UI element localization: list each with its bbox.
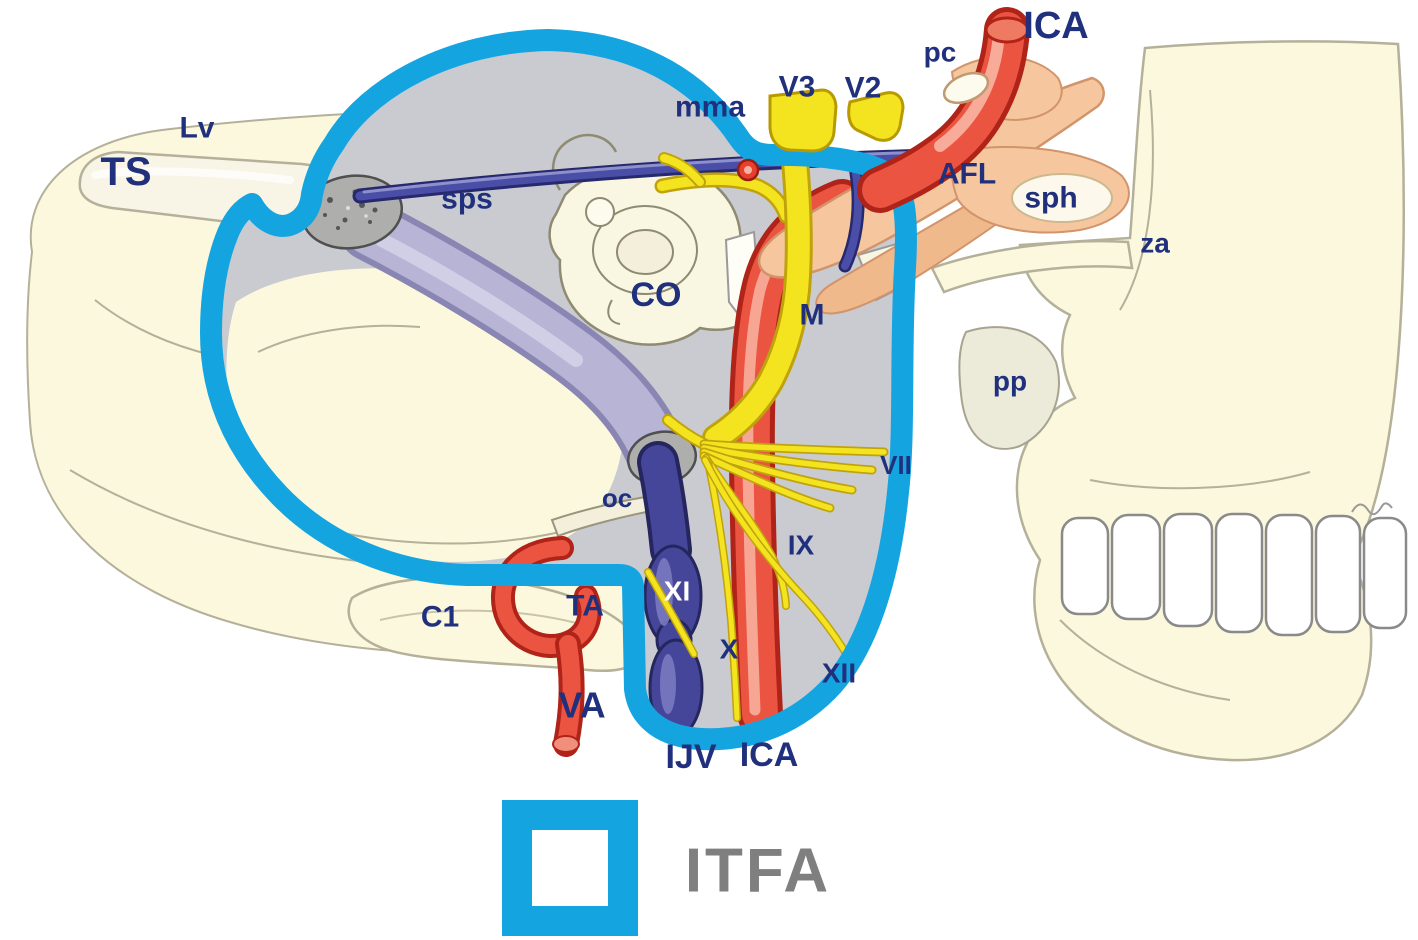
label-co: CO (631, 276, 682, 314)
tooth (1110, 513, 1162, 621)
teeth-row (1060, 512, 1408, 637)
tooth (1162, 512, 1214, 628)
label-xii: XII (822, 658, 856, 689)
mandibular-nerve (705, 139, 810, 449)
speckle-dot (372, 207, 378, 213)
label-ica-bottom: ICA (740, 736, 799, 774)
label-vii: VII (880, 450, 912, 480)
artist-signature-squiggle (1351, 502, 1393, 516)
accessory-nerve (645, 569, 697, 657)
overlay-structures (736, 7, 1030, 213)
label-lv: Lv (179, 112, 214, 145)
speckle-dot (346, 206, 350, 210)
bone-contour (1089, 471, 1311, 490)
itfa-interior-structures (226, 55, 1130, 757)
facial-nerve-branch (701, 445, 875, 473)
right-facial-skeleton (930, 40, 1408, 762)
speckle-dot (342, 217, 348, 223)
petrosal-branch (660, 154, 704, 186)
label-va: VA (558, 685, 605, 726)
pc-stub (942, 71, 990, 105)
legend-itfa-label: ITFA (685, 837, 831, 906)
tooth (1060, 516, 1110, 616)
bone-contour (379, 609, 581, 625)
label-sph: sph (1024, 182, 1077, 215)
facial-nerve-branch (701, 453, 833, 511)
speckle-dot (364, 214, 368, 218)
maxilla-zygoma-bone (1015, 40, 1406, 762)
v2-foramen-stub (847, 91, 905, 142)
ijv-connector (641, 445, 688, 567)
zygomatic-arch (930, 239, 1134, 294)
label-sps: sps (441, 183, 493, 216)
cranial-nerves (644, 136, 889, 722)
ica-cervical-curve (857, 7, 1030, 213)
label-v2: V2 (845, 72, 882, 105)
label-afl: AFL (938, 158, 996, 191)
v3-foramen-stub (768, 88, 838, 153)
bone-contour (1119, 89, 1154, 311)
speckle-dot (368, 220, 372, 224)
legend-itfa-swatch (502, 800, 638, 936)
label-ta: TA (566, 590, 604, 623)
label-c1: C1 (421, 601, 459, 634)
label-za: za (1140, 228, 1170, 259)
label-x: X (720, 634, 739, 665)
va-loop (495, 540, 598, 654)
cochlea-structure (548, 133, 768, 346)
speckle-dot (323, 213, 327, 217)
cochlea-turn (592, 205, 698, 295)
navy-vein-descender (838, 155, 865, 273)
label-pp: pp (993, 366, 1027, 397)
speckle-dot (327, 197, 333, 203)
label-oc: oc (602, 483, 632, 513)
mma-artery-lumen (744, 166, 752, 174)
cochlea-turn (616, 229, 674, 275)
va-tube (557, 635, 581, 753)
ica-highlight (934, 28, 1005, 152)
semicircular-canal (585, 197, 615, 227)
glossopharyngeal-nerve (703, 455, 789, 609)
tooth (1214, 512, 1264, 634)
speckle-dot (336, 226, 340, 230)
sigmoid-sinus-highlight (375, 233, 583, 367)
transverse-sinus-highlight (91, 167, 294, 184)
vagus-nerve (705, 459, 740, 721)
tooth (1264, 513, 1314, 637)
vertebral-artery (491, 536, 602, 757)
label-v3: V3 (779, 71, 816, 104)
tooth (1314, 514, 1362, 634)
label-mma: mma (675, 91, 745, 124)
ica-cut-end (984, 16, 1030, 44)
label-ijv: IJV (665, 738, 716, 776)
legend: ITFA (502, 800, 831, 936)
hypoglossal-nerve (702, 457, 857, 671)
internal-jugular-vein (637, 441, 704, 738)
va-cut-end (552, 735, 580, 753)
label-xi: XI (664, 576, 690, 607)
labels: Lv TS sps mma V3 V2 pc ICA AFL sph za CO… (100, 5, 1170, 776)
speckle-dot (359, 202, 365, 208)
cochlea-hook (607, 299, 621, 325)
itfa-outline (200, 29, 917, 751)
facial-nerve-branch (701, 449, 855, 493)
sigmoid-sinus (339, 199, 687, 483)
label-ica-top: ICA (1023, 5, 1088, 47)
bone-contour (1059, 619, 1231, 701)
facial-nerve-branch (701, 441, 887, 455)
pterygoid-plate (958, 326, 1060, 450)
label-m: M (800, 299, 825, 332)
ijv-highlight (660, 654, 676, 714)
bone-contour (257, 324, 421, 353)
ica-body (862, 12, 1025, 208)
sphenoid-window (1011, 173, 1113, 223)
vein-body (841, 158, 863, 270)
label-pc: pc (924, 37, 957, 68)
tooth (1362, 516, 1408, 630)
pterygoid-canal-stub (942, 71, 990, 105)
label-ts: TS (100, 150, 151, 194)
label-ix: IX (788, 530, 815, 561)
